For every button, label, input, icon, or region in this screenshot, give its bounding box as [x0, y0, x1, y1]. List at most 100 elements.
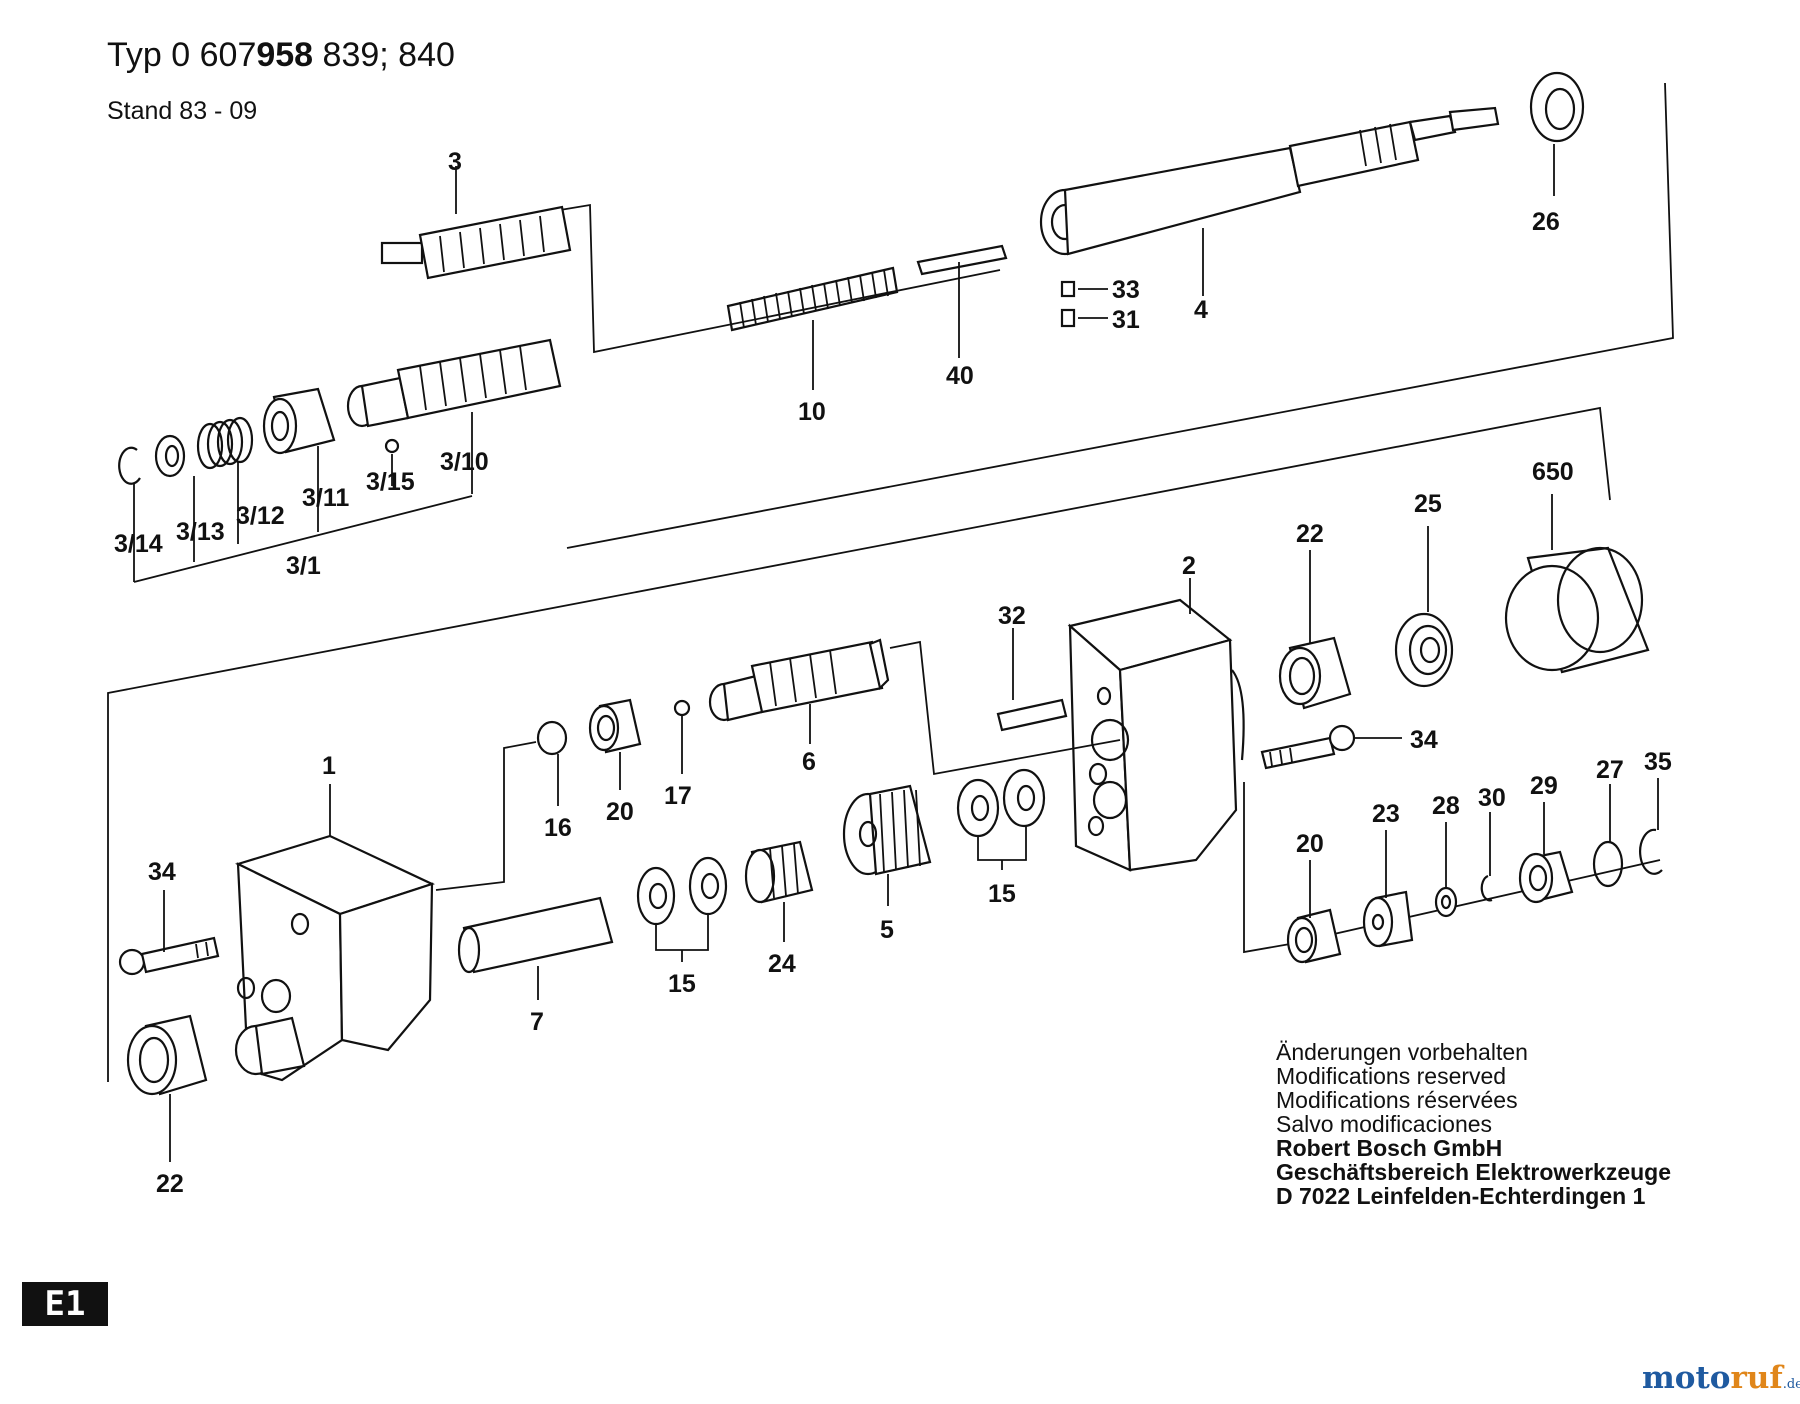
- part-20-needle-cage-lower: [1286, 908, 1342, 964]
- stand-line: Stand 83 - 09: [107, 97, 257, 126]
- type-number: Typ 0 607958 839; 840: [107, 36, 455, 75]
- callout-34-lower: 34: [148, 858, 176, 886]
- callout-3-1: 3/1: [286, 552, 321, 580]
- part-7-tube: [457, 896, 614, 974]
- part-3-14-circlip: [118, 446, 141, 485]
- callout-3-12: 3/12: [236, 502, 285, 530]
- part-29-bearing: [1518, 850, 1574, 904]
- part-35-circlip: [1639, 828, 1663, 875]
- callout-33: 33: [1112, 276, 1140, 304]
- callout-650: 650: [1532, 458, 1574, 486]
- lower-axis-box-line: [107, 406, 1611, 1082]
- callout-3-15: 3/15: [366, 468, 415, 496]
- typ-label: Typ: [107, 36, 162, 74]
- part-34-screw-lower: [118, 936, 220, 976]
- part-1-housing: [234, 834, 435, 1082]
- callout-3-14: 3/14: [114, 530, 163, 558]
- typ-bold: 958: [256, 36, 314, 74]
- page-badge: E1: [22, 1282, 108, 1326]
- part-650-cover-cup: [1504, 546, 1650, 674]
- upper-axis-line: [566, 82, 1674, 549]
- part-40-pin: [916, 244, 1008, 276]
- callout-24: 24: [768, 950, 796, 978]
- modification-notes: Änderungen vorbehalten Modifications res…: [1276, 1040, 1671, 1208]
- callout-1: 1: [322, 752, 336, 780]
- callout-34-upper: 34: [1410, 726, 1438, 754]
- callout-30: 30: [1478, 784, 1506, 812]
- typ-prefix: 0 607: [171, 36, 257, 74]
- watermark-logo: motoruf.de: [1642, 1360, 1800, 1396]
- part3-bracket-line: [547, 203, 1001, 354]
- part-3-11-sleeve: [262, 387, 336, 455]
- part-5-gear: [842, 784, 932, 876]
- part-30-clip: [1480, 874, 1493, 902]
- callout-29: 29: [1530, 772, 1558, 800]
- callout-35: 35: [1644, 748, 1672, 776]
- callout-20-upper: 20: [606, 798, 634, 826]
- part-2-gear-housing: [1067, 598, 1245, 872]
- callout-3: 3: [448, 148, 462, 176]
- part-3-15-ball: [384, 438, 400, 454]
- watermark-part1: moto: [1642, 1360, 1731, 1396]
- stand-value: 83 - 09: [179, 97, 258, 125]
- callout-28: 28: [1432, 792, 1460, 820]
- part-1-bracket-line: [435, 741, 537, 891]
- callout-31: 31: [1112, 306, 1140, 334]
- callout-3-11: 3/11: [302, 484, 349, 512]
- watermark-part3: .de: [1782, 1377, 1800, 1392]
- lower-leader-lines: [163, 494, 1659, 1162]
- callout-16: 16: [544, 814, 572, 842]
- part-22-needle-sleeve-upper: [1278, 636, 1352, 710]
- callout-5: 5: [880, 916, 894, 944]
- callout-26: 26: [1532, 208, 1560, 236]
- part-10-spring: [726, 266, 899, 332]
- upper-leader-lines: [133, 144, 1555, 583]
- callout-22-lower: 22: [156, 1170, 184, 1198]
- note-line-de: Änderungen vorbehalten: [1276, 1039, 1528, 1065]
- company-address: D 7022 Leinfelden-Echterdingen 1: [1276, 1183, 1646, 1209]
- callout-3-10: 3/10: [440, 448, 489, 476]
- part-2-bracket-line: [889, 640, 1121, 776]
- stand-label: Stand: [107, 97, 173, 125]
- callout-3-13: 3/13: [176, 518, 225, 546]
- part-31-key: [1060, 308, 1076, 328]
- part-3-10-splined-shaft: [346, 338, 562, 428]
- company-name: Robert Bosch GmbH: [1276, 1135, 1503, 1161]
- part-15-washers-upper: [956, 768, 1046, 838]
- part-3-12-spring: [196, 416, 254, 470]
- company-division: Geschäftsbereich Elektrowerkzeuge: [1276, 1159, 1671, 1185]
- lower-right-axis-line: [1243, 782, 1661, 954]
- callout-10: 10: [798, 398, 826, 426]
- part-16-disc: [536, 720, 568, 756]
- part-15-washers-lower: [636, 856, 728, 926]
- part-3-13-washer: [154, 434, 186, 478]
- callout-7: 7: [530, 1008, 544, 1036]
- part-34-screw-upper: [1260, 724, 1356, 770]
- callout-15-upper: 15: [988, 880, 1016, 908]
- note-line-es: Salvo modificaciones: [1276, 1111, 1493, 1137]
- callout-27: 27: [1596, 756, 1624, 784]
- callout-17: 17: [664, 782, 692, 810]
- callout-6: 6: [802, 748, 816, 776]
- callout-2: 2: [1182, 552, 1196, 580]
- part-17-ball: [673, 699, 691, 717]
- callout-15-lower: 15: [668, 970, 696, 998]
- callout-40: 40: [946, 362, 974, 390]
- callout-23: 23: [1372, 800, 1400, 828]
- part-4-main-shaft: [1039, 106, 1500, 256]
- part-24-needle-cage: [744, 840, 814, 904]
- part-26-seal-ring: [1529, 71, 1585, 143]
- part-25-bearing: [1394, 612, 1454, 688]
- part-20-needle-cage-upper: [588, 698, 642, 754]
- note-line-en: Modifications reserved: [1276, 1063, 1507, 1089]
- part-28-washer: [1434, 886, 1458, 918]
- typ-suffix: 839; 840: [322, 36, 455, 74]
- watermark-part2: ruf: [1730, 1360, 1783, 1396]
- part-32-pin: [996, 698, 1068, 732]
- callout-32: 32: [998, 602, 1026, 630]
- callout-25: 25: [1414, 490, 1442, 518]
- note-line-fr: Modifications réservées: [1276, 1087, 1518, 1113]
- part-3-splined-shaft: [380, 205, 572, 280]
